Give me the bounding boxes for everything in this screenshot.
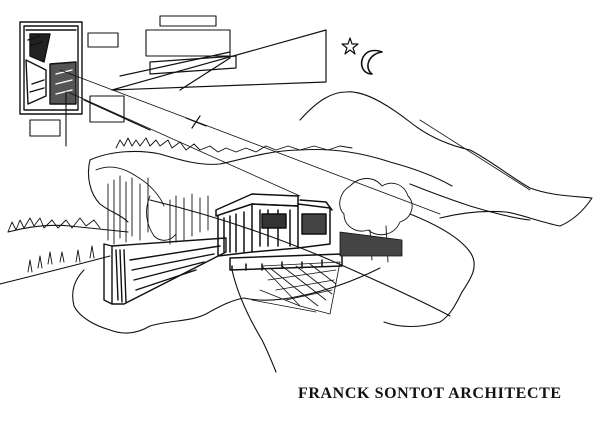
tree-line — [7, 137, 413, 273]
ground-outline — [0, 148, 453, 373]
inset-site-plan — [19, 21, 83, 115]
construction-lines — [59, 69, 531, 215]
moon-icon — [360, 49, 383, 75]
hatched-slope — [251, 231, 403, 315]
hillside-outline — [299, 91, 593, 328]
section-wedge — [83, 29, 327, 131]
house — [215, 193, 343, 271]
architect-credit: FRANCK SONTOT ARCHITECTE — [298, 385, 562, 402]
star-icon — [341, 37, 359, 55]
retaining-wall — [103, 237, 227, 305]
plan-fragments — [29, 15, 231, 147]
